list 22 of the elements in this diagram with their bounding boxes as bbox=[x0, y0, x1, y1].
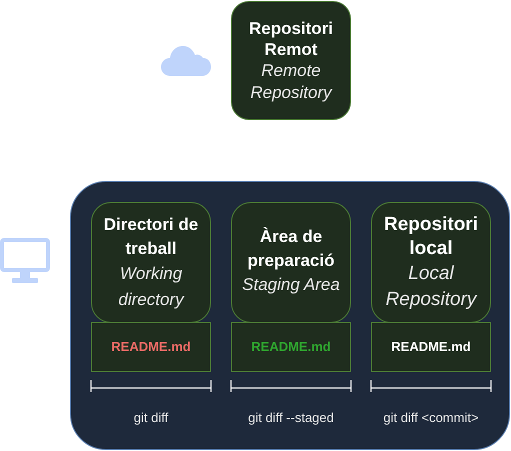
container-panel bbox=[70, 181, 510, 450]
command-label: git diff bbox=[132, 409, 170, 427]
stage-title: Àrea de preparació bbox=[246, 226, 336, 272]
stage-card bbox=[371, 202, 491, 323]
stage-subtitle: Remote Repository bbox=[249, 60, 334, 104]
file-cell bbox=[91, 322, 211, 372]
stage-subtitle: Working directory bbox=[117, 263, 186, 311]
stage-card bbox=[231, 1, 351, 120]
stage-title: Directori de treball bbox=[102, 214, 200, 260]
file-name: README.md bbox=[111, 338, 191, 356]
file-cell bbox=[371, 322, 491, 372]
stage-title: Repositori local bbox=[383, 213, 479, 261]
stage-subtitle: Local Repository bbox=[384, 262, 478, 312]
stage-card bbox=[91, 202, 211, 323]
command-label: git diff --staged bbox=[247, 409, 335, 427]
file-name: README.md bbox=[251, 338, 331, 356]
stage-subtitle: Staging Area bbox=[242, 274, 340, 296]
stage-title: Repositori Remot bbox=[248, 18, 334, 60]
file-cell bbox=[231, 322, 351, 372]
command-label: git diff <commit> bbox=[382, 409, 480, 427]
stage-card bbox=[231, 202, 351, 323]
file-name: README.md bbox=[391, 338, 471, 356]
